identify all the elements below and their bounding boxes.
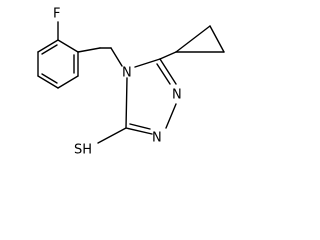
bond-ring-ch2 bbox=[77, 47, 101, 53]
bond-benzene-4 bbox=[37, 75, 59, 89]
fluorophenyl-ring bbox=[37, 39, 79, 89]
bond-c5-n1-double bbox=[156, 63, 171, 85]
bond-n4-c5 bbox=[134, 58, 161, 68]
bond-benzene-double-3 bbox=[41, 44, 58, 55]
atom-label-ring-nitrogen-2: N bbox=[152, 131, 162, 146]
bond-benzene-3 bbox=[57, 75, 79, 89]
cyclopropyl-ring bbox=[159, 25, 225, 60]
bond-n1-n2 bbox=[165, 103, 177, 129]
atom-label-ring-nitrogen-1: N bbox=[172, 88, 182, 103]
bond-benzene-double-2 bbox=[41, 73, 58, 84]
bond-cyclopropyl-1 bbox=[175, 25, 211, 53]
bond-benzene-6 bbox=[37, 39, 59, 53]
bond-n2-c3 bbox=[125, 127, 153, 135]
bond-n2-c3-double bbox=[129, 123, 151, 130]
bond-c3-sh bbox=[97, 127, 127, 144]
triazole-ring bbox=[125, 58, 177, 135]
bond-cyclopropyl-2 bbox=[209, 25, 225, 53]
molecule-drawing: F N N N SH bbox=[37, 7, 225, 158]
atom-label-ring-nitrogen-4: N bbox=[122, 66, 132, 81]
bond-benzene-1 bbox=[57, 39, 79, 53]
bond-c3-n4 bbox=[125, 77, 128, 129]
bond-c5-n1 bbox=[159, 58, 177, 85]
structure-canvas: F N N N SH bbox=[37, 6, 225, 158]
bond-ch2-n4-b bbox=[110, 47, 123, 67]
atom-label-fluorine: F bbox=[53, 7, 60, 22]
bond-c5-cyclopropyl bbox=[159, 51, 177, 60]
atom-label-thiol: SH bbox=[74, 143, 92, 158]
